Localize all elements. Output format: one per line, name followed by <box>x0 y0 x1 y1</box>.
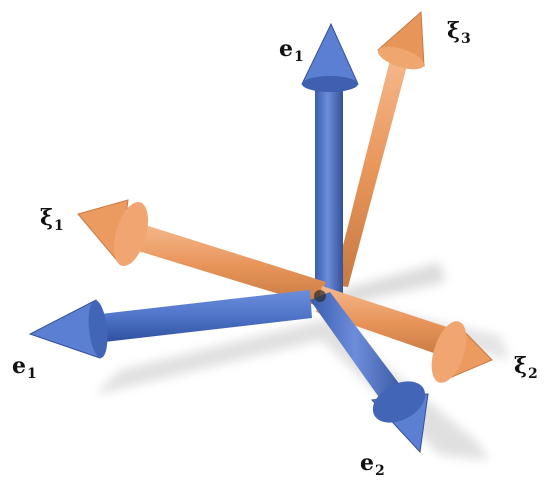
e1-top-head-base <box>302 76 358 92</box>
xi2-head-base <box>431 321 467 383</box>
label-e1-left: e1 <box>12 353 37 382</box>
xi2-arrow <box>316 286 493 383</box>
origin-point <box>314 290 326 302</box>
label-xi1: ξ1 <box>40 205 64 234</box>
e2-head-base <box>372 381 426 423</box>
xi3-arrow <box>333 10 425 287</box>
xi1-arrow <box>77 199 326 306</box>
shadow-e1-left <box>95 318 330 395</box>
e1-top-arrow <box>301 22 359 294</box>
e1-left-arrow <box>28 290 312 359</box>
e1-top-head <box>301 22 359 85</box>
xi2-shaft <box>316 286 456 358</box>
xi1-shaft <box>135 224 326 306</box>
xi3-head-base <box>378 46 424 70</box>
label-e2: e2 <box>360 450 385 479</box>
e1-left-head-base <box>88 300 108 358</box>
label-e1-top: e1 <box>279 36 304 65</box>
xi3-shaft <box>333 56 408 287</box>
label-xi2: ξ2 <box>514 353 538 382</box>
shadow-e1-top <box>340 262 445 305</box>
e2-arrow <box>310 292 429 454</box>
xi1-head-base <box>113 202 149 266</box>
e2-shaft <box>310 292 410 410</box>
label-xi3: ξ3 <box>447 18 471 47</box>
e1-left-shaft <box>92 290 312 343</box>
e1-top-shaft <box>315 82 343 294</box>
